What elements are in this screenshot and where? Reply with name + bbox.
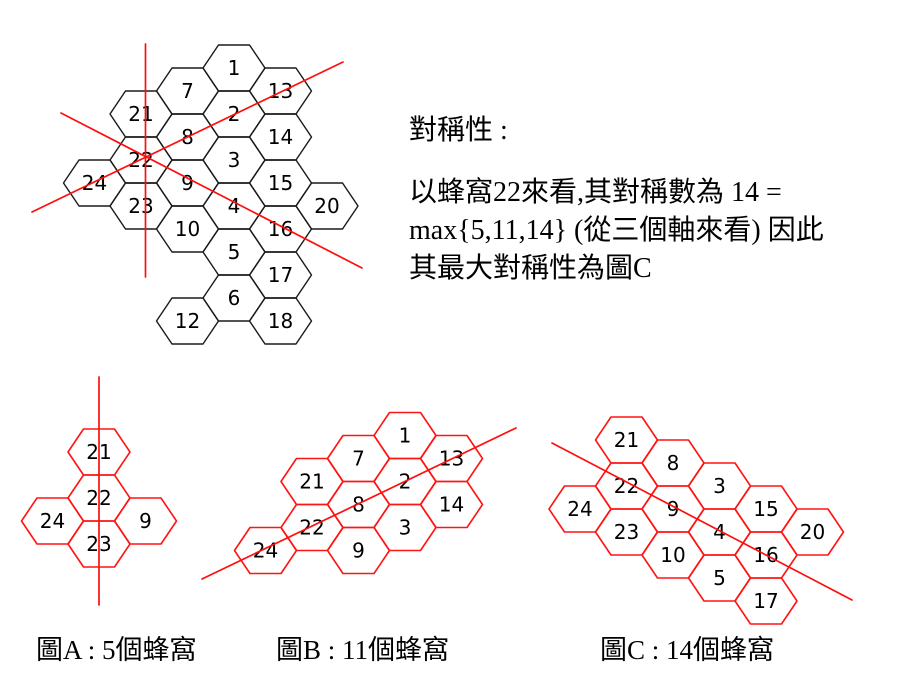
hex-label-7: 7 — [181, 79, 194, 103]
hex-label-22: 22 — [299, 516, 324, 540]
caption-figure-b: 圖B : 11個蜂窩 — [276, 635, 450, 665]
hex-label-20: 20 — [314, 194, 339, 218]
hex-label-24: 24 — [567, 497, 592, 521]
hex-label-4: 4 — [228, 194, 241, 218]
hex-label-21: 21 — [614, 428, 639, 452]
caption-figure-a: 圖A : 5個蜂窩 — [36, 635, 197, 665]
hex-label-9: 9 — [139, 509, 152, 533]
hex-label-17: 17 — [753, 589, 778, 613]
hex-cell-23 — [67, 520, 131, 568]
symmetry-heading: 對稱性 : — [409, 115, 508, 146]
hex-cell-9 — [326, 526, 391, 575]
main-honeycomb-axis-2 — [31, 61, 344, 213]
hex-cell-12 — [155, 297, 220, 345]
hex-label-6: 6 — [228, 286, 241, 310]
hex-label-7: 7 — [352, 447, 365, 471]
hex-label-5: 5 — [713, 566, 726, 590]
hex-label-14: 14 — [268, 125, 293, 149]
hex-cell-18 — [248, 297, 313, 345]
symmetry-note: 對稱性 : 以蜂窩22來看,其對稱數為 14 = max{5,11,14} (從… — [409, 112, 904, 288]
hex-label-3: 3 — [713, 474, 726, 498]
hex-label-4: 4 — [713, 520, 726, 544]
figure-b-axis-1 — [201, 427, 517, 580]
hex-label-24: 24 — [82, 171, 107, 195]
hex-label-3: 3 — [399, 516, 412, 540]
hex-cell-24 — [233, 526, 298, 575]
hex-label-20: 20 — [800, 520, 825, 544]
hex-label-10: 10 — [175, 217, 200, 241]
hex-label-12: 12 — [175, 309, 200, 333]
hex-label-24: 24 — [253, 539, 278, 563]
hex-label-21: 21 — [128, 102, 153, 126]
hex-label-17: 17 — [268, 263, 293, 287]
hex-label-5: 5 — [228, 240, 241, 264]
hex-label-15: 15 — [268, 171, 293, 195]
hex-label-18: 18 — [268, 309, 293, 333]
hex-label-24: 24 — [40, 509, 65, 533]
hex-label-3: 3 — [228, 148, 241, 172]
hex-label-23: 23 — [614, 520, 639, 544]
hex-label-23: 23 — [128, 194, 153, 218]
hex-label-8: 8 — [667, 451, 680, 475]
hex-label-9: 9 — [667, 497, 680, 521]
hex-label-9: 9 — [352, 539, 365, 563]
hex-label-13: 13 — [268, 79, 293, 103]
hex-label-14: 14 — [439, 493, 464, 517]
hex-label-9: 9 — [181, 171, 194, 195]
main-honeycomb-axis-3 — [60, 112, 363, 269]
caption-figure-c: 圖C : 14個蜂窩 — [600, 635, 775, 665]
hex-cell-17 — [734, 577, 798, 625]
symmetry-body: 以蜂窩22來看,其對稱數為 14 = max{5,11,14} (從三個軸來看)… — [409, 177, 824, 284]
hex-label-1: 1 — [399, 424, 412, 448]
hex-label-1: 1 — [228, 56, 241, 80]
hex-label-15: 15 — [753, 497, 778, 521]
hex-label-21: 21 — [299, 470, 324, 494]
figure-c-axis-1 — [551, 442, 853, 601]
hex-label-10: 10 — [660, 543, 685, 567]
